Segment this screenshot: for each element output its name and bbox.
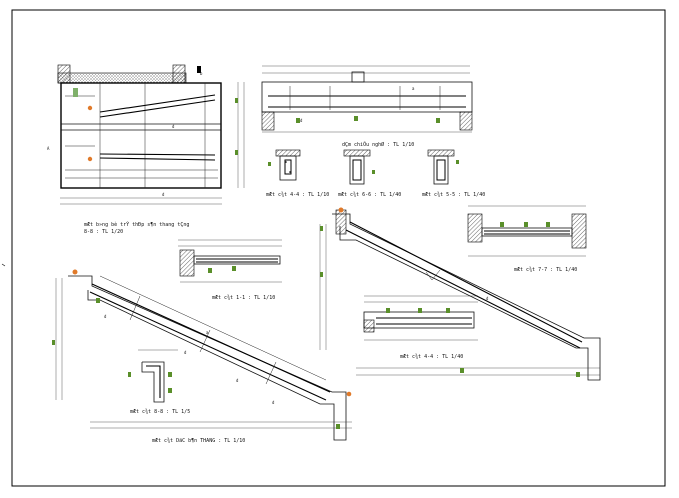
sec55-small-caption: mÆt c¾t 5-5 : TL 1/40 bbox=[422, 192, 485, 198]
sec11-caption: mÆt c¾t 1-1 : TL 1/10 bbox=[212, 295, 275, 301]
margin-tick bbox=[1, 263, 6, 267]
orange-bullet-icon bbox=[346, 391, 352, 397]
orange-bullet-icon bbox=[87, 105, 93, 111]
orange-bullet-icon bbox=[87, 156, 93, 162]
svg-text:d: d bbox=[104, 314, 107, 319]
stair-flight-right: d bbox=[319, 207, 601, 381]
orange-bullet-icon bbox=[72, 269, 78, 275]
svg-text:d: d bbox=[300, 118, 303, 123]
small-section-44: mÆt c¾t 4-4 : TL 1/10 bbox=[266, 149, 329, 198]
sec44-caption: mÆt c¾t 4-4 : TL 1/40 bbox=[400, 354, 463, 360]
sec44-small-caption: mÆt c¾t 4-4 : TL 1/10 bbox=[266, 192, 329, 198]
sec88-caption: mÆt c¾t 8-8 : TL 1/5 bbox=[130, 409, 190, 415]
sec77-caption: mÆt c¾t 7-7 : TL 1/40 bbox=[514, 267, 577, 273]
svg-text:d: d bbox=[272, 400, 275, 405]
beam-caption: dÇm chiÕu nghØ : TL 1/10 bbox=[342, 141, 414, 148]
plan-caption: mÆt b»ng bè trÝ thÐp s¶n thang tÇng bbox=[84, 221, 189, 228]
section-44: mÆt c¾t 4-4 : TL 1/40 bbox=[363, 295, 478, 360]
svg-text:a: a bbox=[206, 330, 209, 335]
stair-plan-view: d d b A mÆt b»ng bè trÝ thÐp s¶n thang t… bbox=[47, 64, 245, 235]
plan-scale: 8-8 : TL 1/20 bbox=[84, 229, 123, 235]
svg-text:d: d bbox=[172, 124, 175, 129]
section-11: mÆt c¾t 1-1 : TL 1/10 bbox=[178, 239, 282, 301]
svg-text:d: d bbox=[162, 192, 165, 197]
svg-text:a: a bbox=[412, 86, 415, 91]
green-square-icon bbox=[73, 88, 78, 97]
small-section-55: mÆt c¾t 5-5 : TL 1/40 bbox=[422, 149, 485, 198]
drawing-frame bbox=[11, 9, 666, 487]
stair-main-caption: mÆt c¾t DäC b¶n THANG : TL 1/10 bbox=[152, 438, 245, 444]
section-77: mÆt c¾t 7-7 : TL 1/40 bbox=[467, 205, 587, 273]
section-88: mÆt c¾t 8-8 : TL 1/5 bbox=[128, 349, 190, 415]
svg-text:d: d bbox=[184, 350, 187, 355]
stair-flight-main: d d d d a mÆt c¾t DäC b¶n THANG : TL 1/1… bbox=[52, 269, 352, 444]
svg-text:d: d bbox=[236, 378, 239, 383]
svg-text:b: b bbox=[200, 71, 203, 76]
svg-text:d: d bbox=[486, 296, 489, 301]
svg-text:A: A bbox=[47, 146, 50, 151]
landing-beam-elevation: d a dÇm chiÕu nghØ : TL 1/10 bbox=[261, 65, 473, 148]
small-section-66: mÆt c¾t 6-6 : TL 1/40 bbox=[338, 149, 401, 198]
sec66-small-caption: mÆt c¾t 6-6 : TL 1/40 bbox=[338, 192, 401, 198]
orange-bullet-icon bbox=[338, 207, 344, 213]
